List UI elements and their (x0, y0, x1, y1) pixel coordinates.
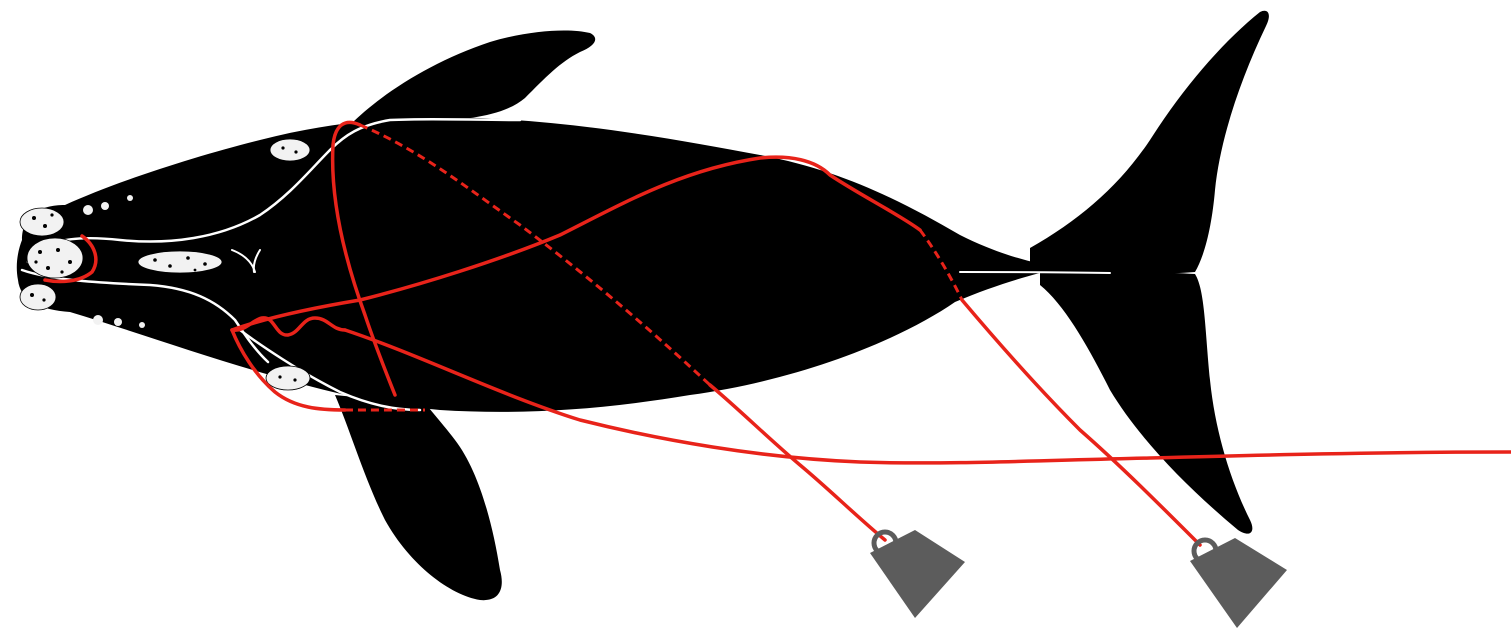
callosity-bonnet (27, 238, 83, 278)
callosity-rostrum (20, 208, 64, 236)
callosity-upper-lip (270, 139, 310, 161)
upper-pectoral-fin (350, 30, 595, 125)
lower-pectoral-fin (335, 395, 502, 600)
callosity-lower-lip (266, 366, 310, 390)
weight-1 (870, 530, 965, 618)
weight-2 (1190, 538, 1287, 628)
callosity-head-mid (138, 251, 222, 273)
callosity-chin (20, 284, 56, 310)
tail-fluke-upper (1030, 11, 1269, 274)
